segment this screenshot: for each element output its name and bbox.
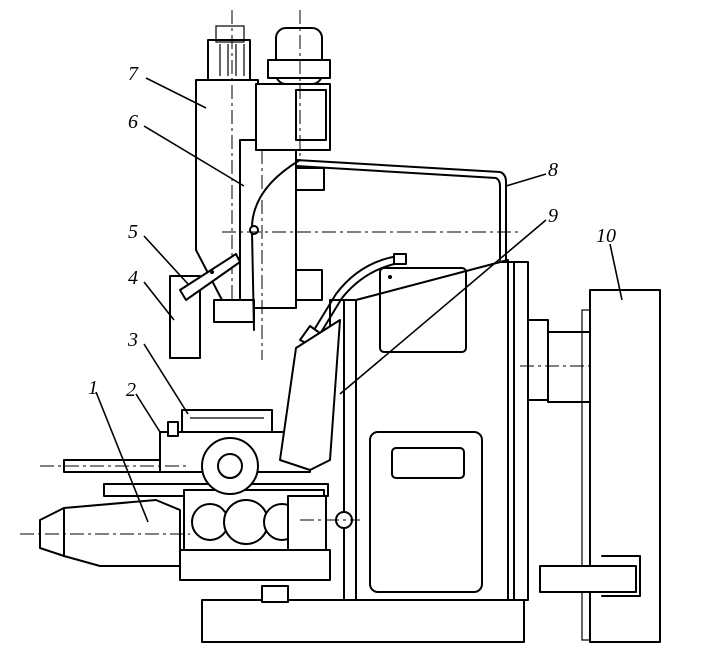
spindle-attachment [20, 499, 331, 581]
label-6: 6 [128, 111, 138, 133]
callouts: 7 6 5 4 3 2 1 8 9 10 [88, 63, 623, 523]
coolant-pipe [222, 159, 520, 331]
label-10: 10 [596, 225, 616, 247]
machine-base [201, 585, 525, 643]
vertical-head [195, 10, 331, 360]
label-2: 2 [126, 379, 136, 401]
saddle [103, 437, 360, 551]
label-5: 5 [128, 221, 138, 243]
guard [169, 253, 241, 359]
motor-unit [539, 289, 661, 643]
worktable [40, 319, 341, 473]
label-3: 3 [127, 329, 138, 351]
label-4: 4 [128, 267, 138, 289]
label-1: 1 [88, 377, 98, 399]
label-7: 7 [128, 63, 139, 85]
label-8: 8 [548, 159, 558, 181]
label-9: 9 [548, 205, 558, 227]
main-column [329, 259, 529, 601]
